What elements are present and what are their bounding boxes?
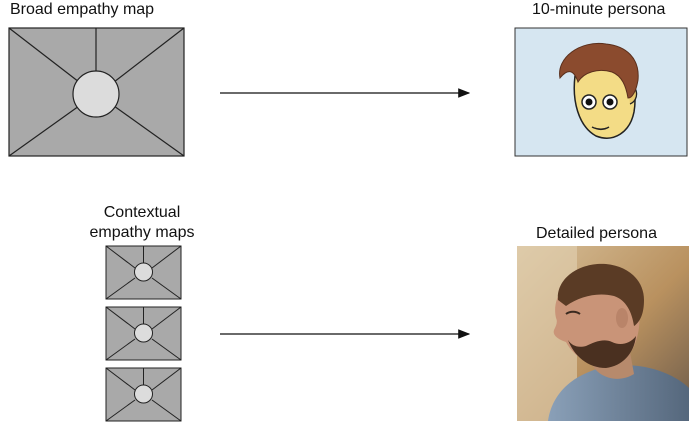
- man-portrait-photo: [517, 246, 689, 421]
- contextual-label-line2: empathy maps: [89, 224, 195, 241]
- broad-empathy-map: [8, 27, 185, 157]
- contextual-label-line1: Contextual: [103, 204, 181, 221]
- cartoon-face-icon: [514, 27, 688, 157]
- broad-empathy-map-label: Broad empathy map: [10, 1, 155, 18]
- ten-minute-persona-label: 10-minute persona: [532, 1, 666, 18]
- contextual-empathy-maps-label: Contextual empathy maps: [80, 203, 204, 243]
- contextual-empathy-map-1: [105, 245, 182, 300]
- contextual-empathy-map-2: [105, 306, 182, 361]
- contextual-empathy-map-3: [105, 367, 182, 422]
- detailed-persona-label: Detailed persona: [536, 225, 657, 242]
